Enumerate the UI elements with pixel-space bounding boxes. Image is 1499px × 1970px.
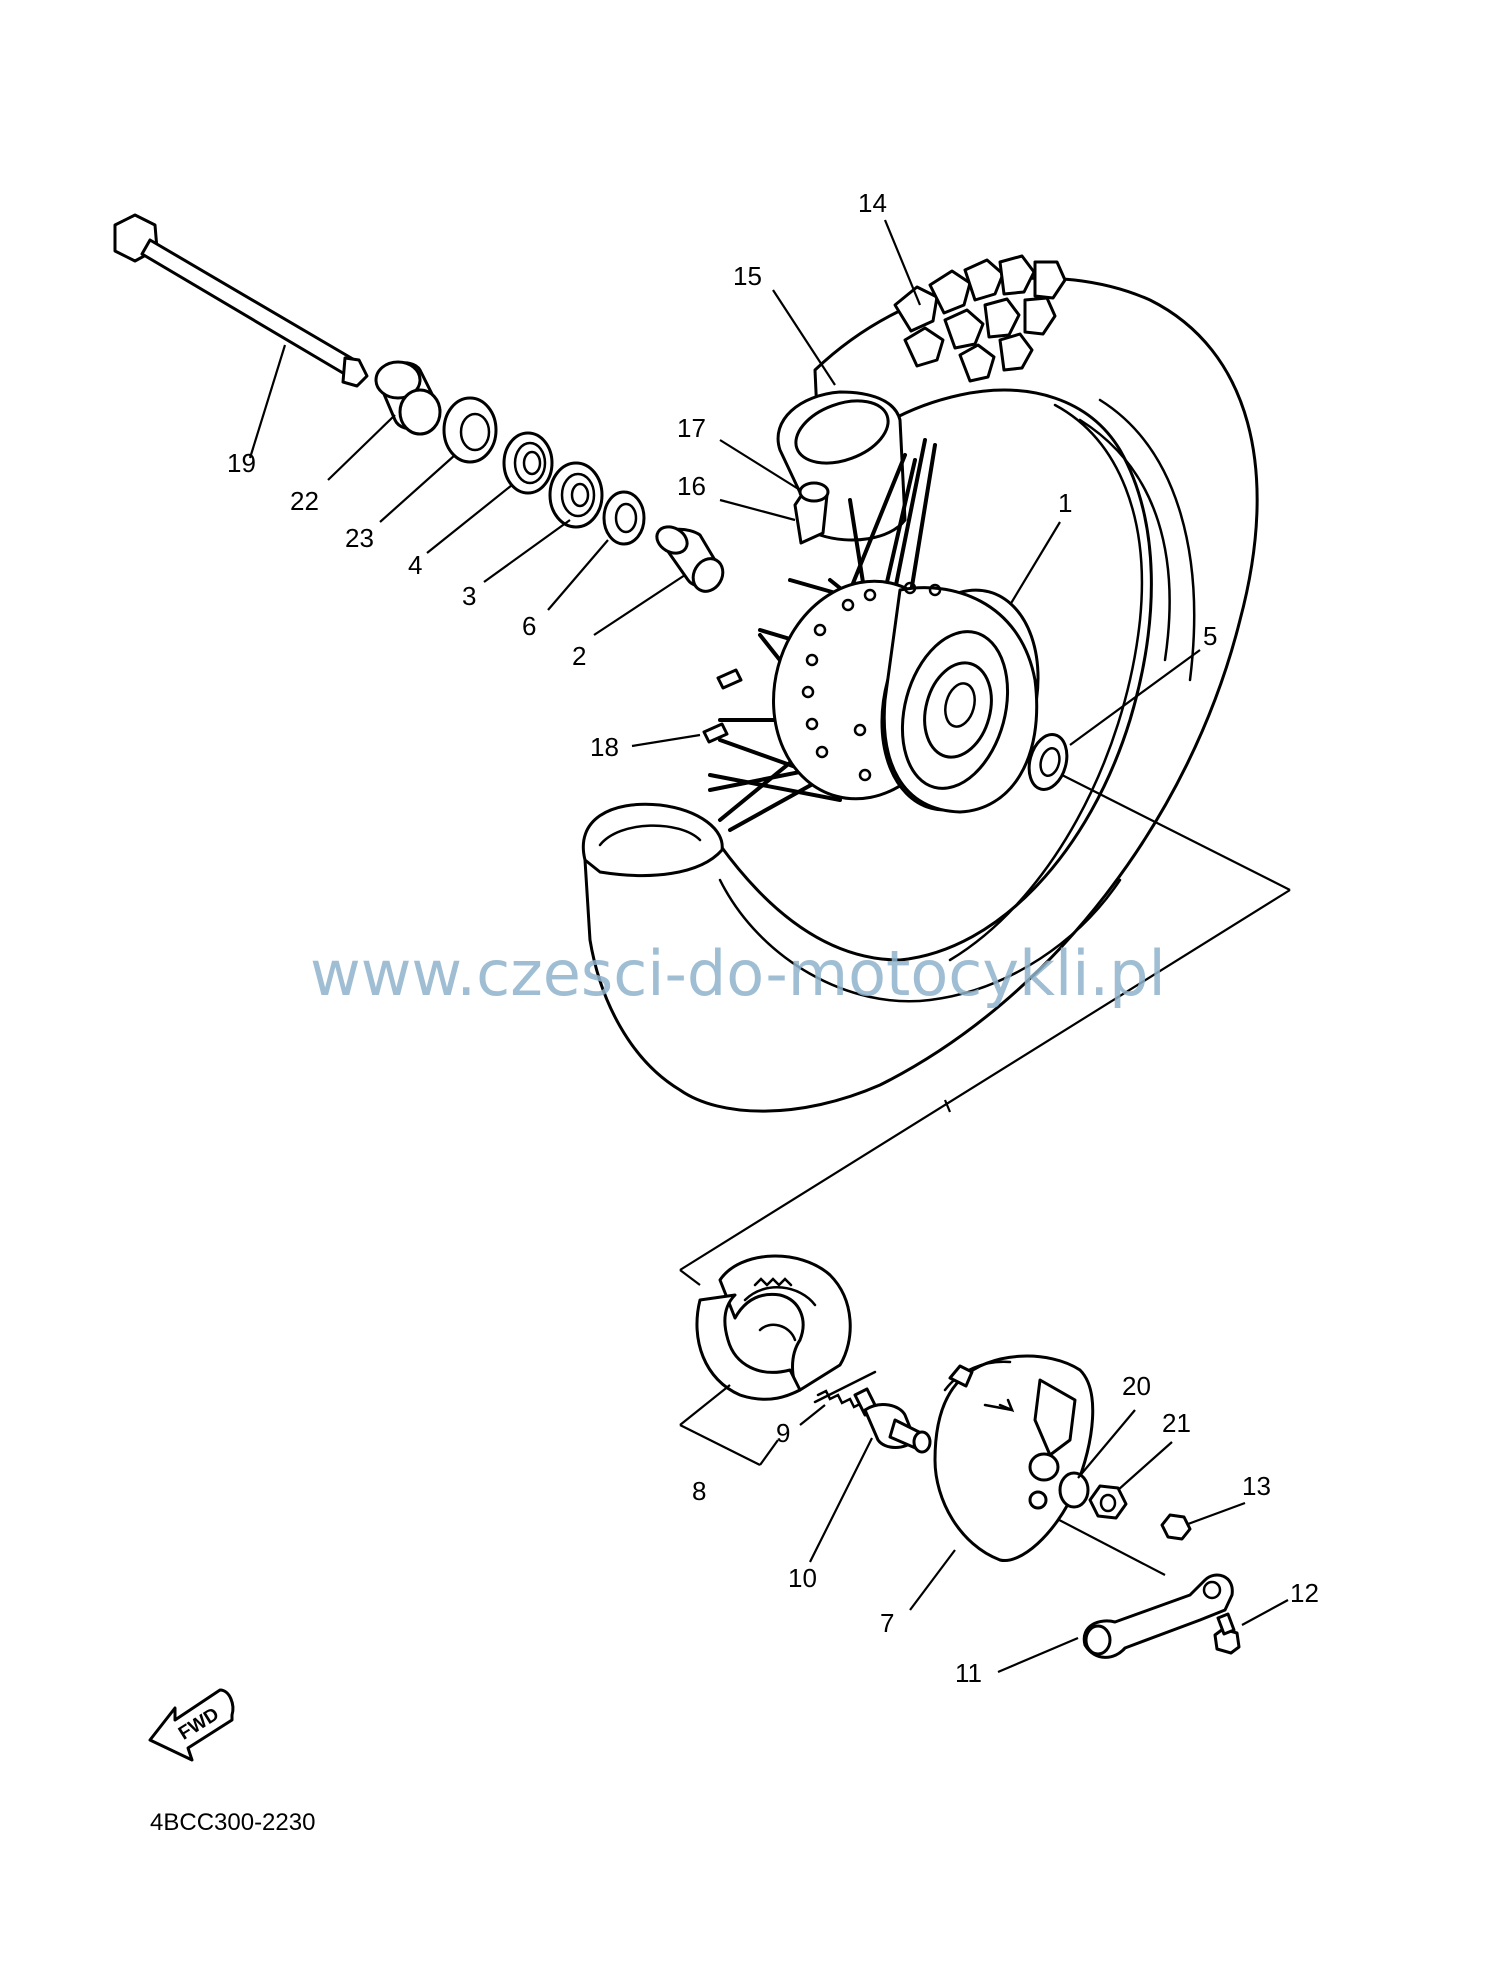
callout-2: 2 bbox=[572, 641, 586, 671]
callout-22: 22 bbox=[290, 486, 319, 516]
callout-4: 4 bbox=[408, 550, 422, 580]
document-code: 4BCC300-2230 bbox=[150, 1809, 315, 1836]
spacer-2 bbox=[655, 525, 725, 593]
callout-19: 19 bbox=[227, 448, 256, 478]
callout-17: 17 bbox=[677, 413, 706, 443]
brake-shoes bbox=[695, 1254, 852, 1401]
callout-6: 6 bbox=[522, 611, 536, 641]
collar-22 bbox=[374, 360, 442, 436]
callout-12: 12 bbox=[1290, 1578, 1319, 1608]
callout-18: 18 bbox=[590, 732, 619, 762]
callout-23: 23 bbox=[345, 523, 374, 553]
wheel-hub bbox=[772, 579, 1040, 814]
bolt-12 bbox=[1213, 1612, 1241, 1655]
leader-lines bbox=[248, 219, 1289, 1674]
callout-1: 1 bbox=[1058, 488, 1072, 518]
tire-and-rim bbox=[581, 254, 1259, 1113]
callout-9: 9 bbox=[776, 1418, 790, 1448]
callout-10: 10 bbox=[788, 1563, 817, 1593]
callout-21: 21 bbox=[1162, 1408, 1191, 1438]
fwd-arrow-icon: FWD bbox=[148, 1688, 235, 1762]
callout-11: 11 bbox=[955, 1658, 982, 1688]
brake-shoe-plate bbox=[933, 1354, 1095, 1563]
callout-8: 8 bbox=[692, 1476, 706, 1506]
callout-3: 3 bbox=[462, 581, 476, 611]
spacer-23 bbox=[442, 396, 498, 464]
callouts: 1 2 3 4 5 6 7 8 9 10 11 12 13 14 15 16 1… bbox=[227, 188, 1319, 1688]
washer-20 bbox=[1058, 1471, 1090, 1509]
callout-16: 16 bbox=[677, 471, 706, 501]
tire-tread-blocks bbox=[893, 254, 1067, 383]
wheel-axle bbox=[113, 213, 369, 388]
oil-seal-5 bbox=[1027, 733, 1069, 791]
camshaft-lever bbox=[1082, 1573, 1234, 1659]
callout-13: 13 bbox=[1242, 1471, 1271, 1501]
callout-14: 14 bbox=[858, 188, 887, 218]
watermark: www.czesci-do-motocykli.pl bbox=[310, 937, 1166, 1010]
callout-15: 15 bbox=[733, 261, 762, 291]
nut-21 bbox=[1088, 1484, 1128, 1520]
valve-stem bbox=[793, 481, 830, 545]
bearing-4 bbox=[502, 431, 554, 495]
callout-20: 20 bbox=[1122, 1371, 1151, 1401]
assembly-lines bbox=[679, 774, 1291, 1576]
nut-13 bbox=[1160, 1513, 1192, 1541]
callout-7: 7 bbox=[880, 1608, 894, 1638]
callout-5: 5 bbox=[1203, 621, 1217, 651]
brake-camshaft bbox=[853, 1387, 932, 1454]
oil-seal-6 bbox=[602, 490, 646, 546]
bearing-3 bbox=[548, 461, 604, 529]
